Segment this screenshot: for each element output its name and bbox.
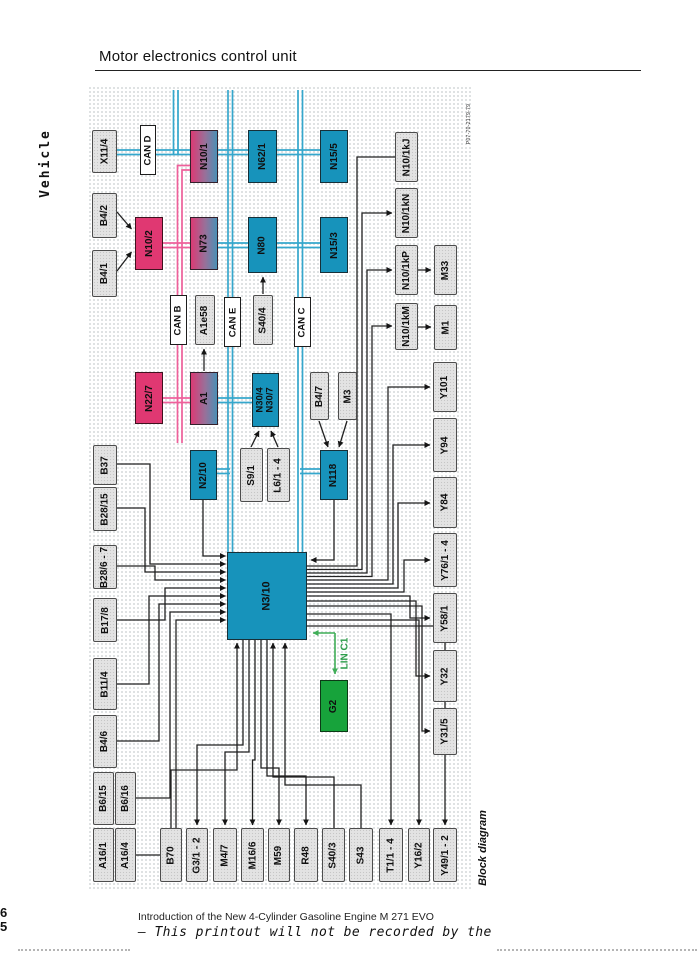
node-b4-6: B4/6 <box>93 715 117 768</box>
node-s40-4: S40/4 <box>253 295 273 345</box>
node-m1: M1 <box>434 305 457 350</box>
node-n3-10-ecu: N3/10 <box>227 552 307 640</box>
footer-doc-title: Introduction of the New 4-Cylinder Gasol… <box>138 911 434 923</box>
node-y84: Y84 <box>433 477 457 528</box>
node-n10-2: N10/2 <box>135 217 163 270</box>
node-b4-1: B4/1 <box>92 250 117 297</box>
node-a16-1: A16/1 <box>93 828 114 882</box>
node-b6-15: B6/15 <box>93 772 114 825</box>
node-n10-1kj: N10/1kJ <box>395 132 418 182</box>
node-n80: N80 <box>248 217 277 273</box>
can-b-label: CAN B <box>170 295 187 345</box>
node-b4-2: B4/2 <box>92 193 117 238</box>
lin-c1-lines <box>312 630 338 675</box>
node-b37: B37 <box>93 445 117 485</box>
footer-note: – This printout will not be recorded by … <box>138 925 492 940</box>
can-b-bus-lines <box>163 164 190 443</box>
node-a1: A1 <box>190 372 218 425</box>
node-n30-4-n30-7: N30/4 N30/7 <box>252 373 279 427</box>
node-b11-4: B11/4 <box>93 658 117 710</box>
can-e-label: CAN E <box>224 297 241 347</box>
footer-dotted-rule-right <box>497 949 697 951</box>
signal-wires <box>116 156 448 856</box>
node-n22-7: N22/7 <box>135 372 163 424</box>
node-r48: R48 <box>294 828 318 882</box>
node-y58-1: Y58/1 <box>433 593 457 643</box>
node-t1-1-4: T1/1 - 4 <box>379 828 403 882</box>
can-c-label: CAN C <box>294 297 311 347</box>
node-b17-8: B17/8 <box>93 598 117 642</box>
node-a16-4: A16/4 <box>115 828 136 882</box>
node-b28-15: B28/15 <box>93 487 117 531</box>
can-d-label: CAN D <box>140 125 156 175</box>
node-m33: M33 <box>434 245 457 295</box>
node-y49-1-2: Y49/1 - 2 <box>433 828 457 882</box>
node-y101: Y101 <box>433 362 457 412</box>
node-s9-1: S9/1 <box>240 448 263 502</box>
node-n73: N73 <box>190 217 218 270</box>
lin-c1-label: LIN C1 <box>339 637 351 669</box>
node-b70: B70 <box>160 828 182 882</box>
node-m4-7: M4/7 <box>213 828 237 882</box>
title-underline <box>95 70 641 71</box>
node-n62-1: N62/1 <box>248 130 277 183</box>
node-l6-1-4: L6/1 - 4 <box>267 448 290 502</box>
node-g3-1-2: G3/1 - 2 <box>186 828 208 882</box>
node-n15-5: N15/5 <box>320 130 348 183</box>
node-m59: M59 <box>268 828 290 882</box>
node-y32: Y32 <box>433 650 457 702</box>
footer-dotted-rule-left <box>18 949 130 951</box>
node-b28-6-7: B28/6 - 7 <box>93 545 117 589</box>
node-n10-1km: N10/1kM <box>395 303 418 350</box>
node-y94: Y94 <box>433 418 457 472</box>
page-number-bottom: 5 <box>0 919 8 934</box>
node-n15-3: N15/3 <box>320 217 348 273</box>
node-m3: M3 <box>338 372 357 420</box>
node-n10-1kp: N10/1kP <box>395 245 418 295</box>
node-y76-1-4: Y76/1 - 4 <box>433 533 457 587</box>
node-g2: G2 <box>320 680 348 732</box>
node-s40-3: S40/3 <box>322 828 345 882</box>
node-y16-2: Y16/2 <box>408 828 430 882</box>
node-y31-5: Y31/5 <box>433 708 457 755</box>
node-n10-1kn: N10/1kN <box>395 188 418 238</box>
node-b6-16: B6/16 <box>115 772 136 825</box>
page-number-top: 6 <box>0 905 8 920</box>
node-b4-7: B4/7 <box>310 372 329 420</box>
node-s43: S43 <box>349 828 373 882</box>
node-n2-10: N2/10 <box>190 450 217 500</box>
page-title: Motor electronics control unit <box>99 48 297 65</box>
node-m16-6: M16/6 <box>241 828 264 882</box>
node-n10-1: N10/1 <box>190 130 218 183</box>
node-x11-4: X11/4 <box>92 130 117 173</box>
node-n118: N118 <box>320 450 348 500</box>
node-a1e58: A1e58 <box>195 295 215 345</box>
